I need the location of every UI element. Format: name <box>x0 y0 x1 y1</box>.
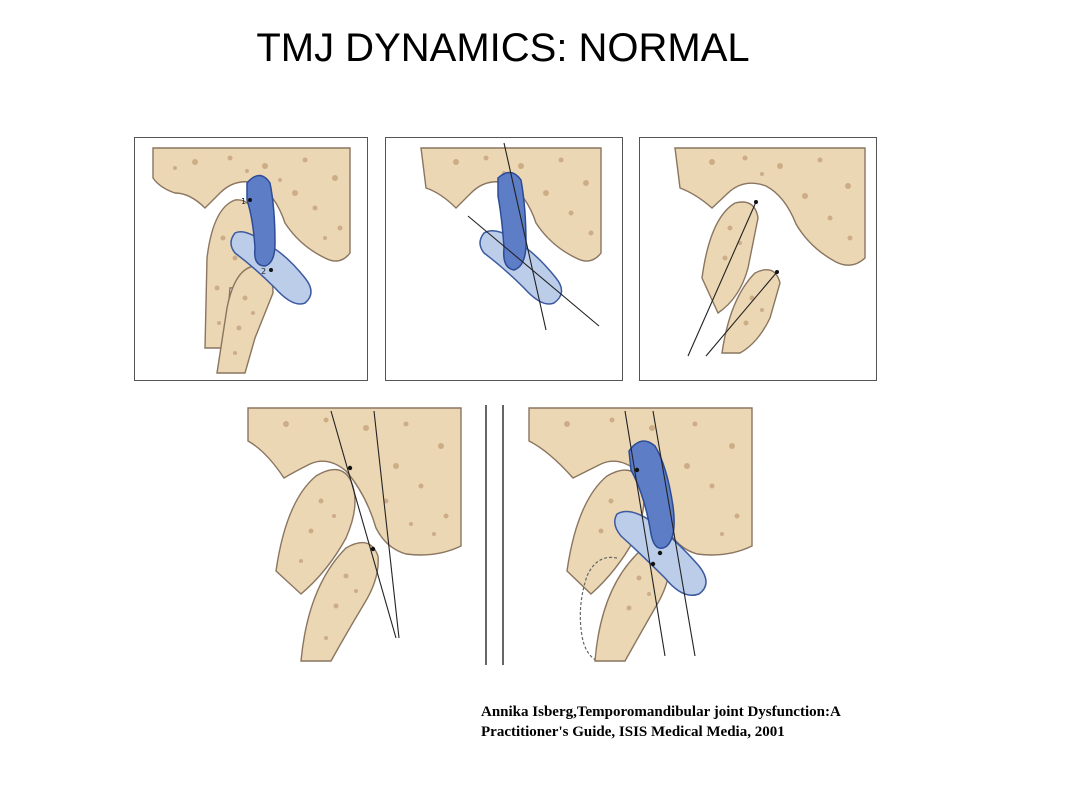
reference-line-a <box>503 142 547 331</box>
condyle-outline-dashed <box>579 556 618 662</box>
page-title: TMJ DYNAMICS: NORMAL <box>256 26 750 70</box>
citation-line-1: Annika Isberg,Temporomandibular joint Dy… <box>481 704 841 720</box>
condyle-open <box>721 269 781 354</box>
condyle-open <box>300 541 379 662</box>
point-marker <box>347 465 353 471</box>
reference-line-b <box>373 410 400 639</box>
vertical-divider <box>502 405 504 665</box>
reference-line-a <box>687 201 757 357</box>
diagram-panel-4 <box>246 406 462 662</box>
reference-line-b <box>652 410 696 657</box>
reference-line-a <box>330 410 397 639</box>
disc-resting <box>246 174 276 267</box>
diagram-panel-5 <box>527 406 753 662</box>
marker-label-2: 2 <box>261 267 266 276</box>
point-marker <box>754 200 758 204</box>
marker-label-1: 1 <box>241 197 246 206</box>
citation: Annika Isberg,Temporomandibular joint Dy… <box>481 702 1001 742</box>
reference-line-b <box>467 215 600 327</box>
point-marker <box>657 550 663 556</box>
diagram-panel-3 <box>639 137 877 381</box>
point-marker <box>370 546 376 552</box>
citation-line-2: Practitioner's Guide, ISIS Medical Media… <box>481 724 785 740</box>
diagram-panel-2 <box>385 137 623 381</box>
reference-line-b <box>705 271 778 357</box>
point-marker <box>634 467 640 473</box>
temporal-bone <box>247 407 462 556</box>
temporal-bone <box>152 147 351 262</box>
point-marker <box>650 561 656 567</box>
temporal-bone <box>674 147 866 266</box>
reference-line-a <box>624 410 666 657</box>
point-marker-2 <box>269 268 273 272</box>
point-marker <box>775 270 779 274</box>
vertical-divider <box>485 405 487 665</box>
diagram-panel-1: 1 2 <box>134 137 368 381</box>
point-marker-1 <box>248 198 252 202</box>
disc-resting <box>497 171 527 271</box>
